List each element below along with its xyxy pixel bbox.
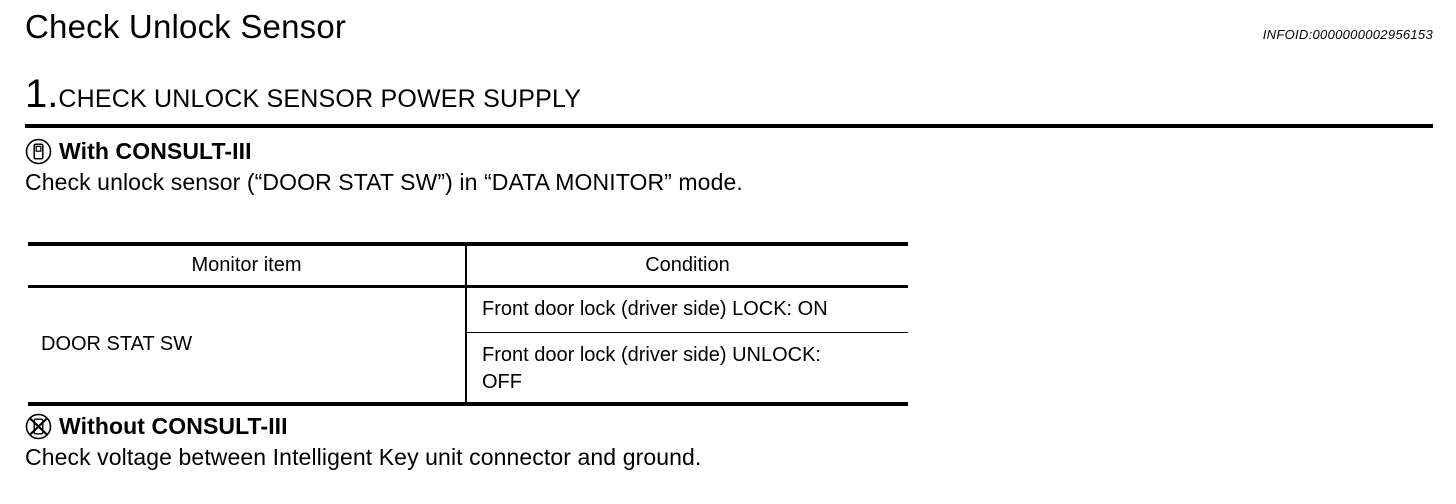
with-consult-instruction: Check unlock sensor (“DOOR STAT SW”) in … — [25, 169, 743, 195]
step-title: CHECK UNLOCK SENSOR POWER SUPPLY — [58, 85, 582, 113]
with-consult-heading-row: With CONSULT-III — [25, 137, 1433, 165]
step-heading: 1. CHECK UNLOCK SENSOR POWER SUPPLY — [25, 72, 1433, 116]
title-row: Check Unlock Sensor INFOID:0000000002956… — [25, 8, 1433, 46]
without-consult-instruction: Check voltage between Intelligent Key un… — [25, 443, 702, 470]
table-header-condition: Condition — [466, 244, 908, 288]
monitor-table: Monitor item Condition DOOR STAT SW Fron… — [28, 242, 908, 406]
condition-cell-unlock: Front door lock (driver side) UNLOCK: OF… — [466, 331, 908, 404]
page-title: Check Unlock Sensor — [25, 8, 347, 45]
infoid-code: INFOID:0000000002956153 — [1262, 27, 1433, 42]
condition-cell-lock: Front door lock (driver side) LOCK: ON — [482, 298, 828, 320]
step-number: 1. — [25, 72, 59, 116]
with-consult-heading: With CONSULT-III — [59, 137, 252, 164]
monitor-item-cell: DOOR STAT SW — [28, 286, 467, 404]
table-header-row: Monitor item Condition — [28, 244, 908, 288]
consult-tool-icon — [25, 138, 52, 165]
table-header-monitor-item: Monitor item — [28, 244, 467, 288]
section-divider — [25, 124, 1433, 128]
without-consult-heading: Without CONSULT-III — [59, 413, 288, 439]
consult-tool-crossed-icon — [25, 413, 52, 440]
table-row: DOOR STAT SW Front door lock (driver sid… — [28, 286, 908, 404]
table-row: Front door lock (driver side) UNLOCK: OF… — [28, 331, 908, 404]
without-consult-heading-row: Without CONSULT-III — [25, 413, 1433, 441]
